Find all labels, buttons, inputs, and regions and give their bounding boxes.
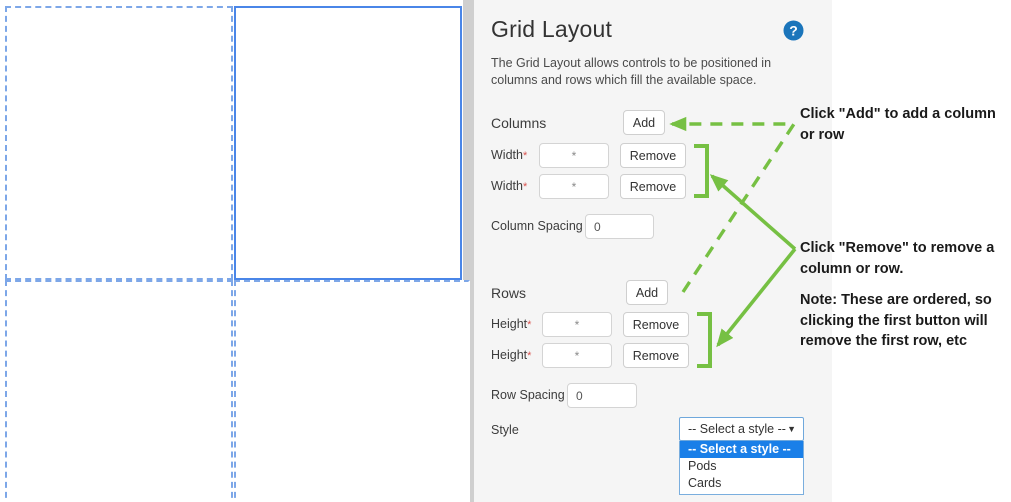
width-input-1[interactable] [539,143,609,168]
chevron-down-icon: ▼ [787,424,796,434]
required-indicator: * [522,181,528,193]
remove-column-button-2[interactable]: Remove [620,174,686,199]
design-canvas-area [0,0,474,502]
rows-section-label: Rows [491,285,527,301]
add-column-button[interactable]: Add [623,110,665,135]
columns-section-label: Columns [491,115,547,131]
panel-description: The Grid Layout allows controls to be po… [491,56,772,87]
style-option-cards[interactable]: Cards [688,476,722,490]
remove-row-button-1[interactable]: Remove [623,312,689,337]
width-label-2: Width* [491,179,527,193]
grid-cell-row1-col2-selected[interactable] [234,6,462,280]
grid-layout-preview[interactable] [0,0,470,502]
grid-cell-row2-col1[interactable] [5,280,233,502]
annotation-ordered-note: Note: These are ordered, so clicking the… [800,292,992,349]
height-label-1: Height* [491,317,531,331]
annotation-canvas [832,0,1011,502]
height-input-1[interactable] [542,312,612,337]
style-option-pods[interactable]: Pods [688,459,717,473]
annotation-remove-note: Click "Remove" to remove a column or row… [800,240,995,277]
annotation-add-note: Click "Add" to add a column or row [800,106,996,143]
width-label-1: Width* [491,148,527,162]
row-spacing-label: Row Spacing [491,388,565,402]
style-label: Style [491,423,519,437]
page-title: Grid Layout [491,16,613,42]
required-indicator: * [522,150,528,162]
column-spacing-label: Column Spacing [491,219,583,233]
required-indicator: * [527,319,532,331]
required-indicator: * [527,350,532,362]
style-select-value: -- Select a style -- [688,422,786,436]
svg-text:?: ? [789,22,798,38]
height-input-2[interactable] [542,343,612,368]
width-input-2[interactable] [539,174,609,199]
style-option-select-a-style[interactable]: -- Select a style -- [680,441,803,458]
row-spacing-input[interactable] [567,383,637,408]
style-select-options-list[interactable]: -- Select a style -- Pods Cards [679,441,804,495]
remove-row-button-2[interactable]: Remove [623,343,689,368]
style-select[interactable]: -- Select a style -- ▼ [679,417,804,441]
column-spacing-input[interactable] [585,214,654,239]
height-label-text-1: Height [491,317,528,331]
add-row-button[interactable]: Add [626,280,668,305]
remove-column-button-1[interactable]: Remove [620,143,686,168]
width-label-text-2: Width [491,179,523,193]
width-label-text-1: Width [491,148,523,162]
grid-cell-row1-col1[interactable] [5,6,233,280]
question-circle-icon[interactable]: ? [783,20,804,41]
height-label-text-2: Height [491,348,528,362]
grid-cell-row2-col2[interactable] [234,280,470,502]
height-label-2: Height* [491,348,531,362]
